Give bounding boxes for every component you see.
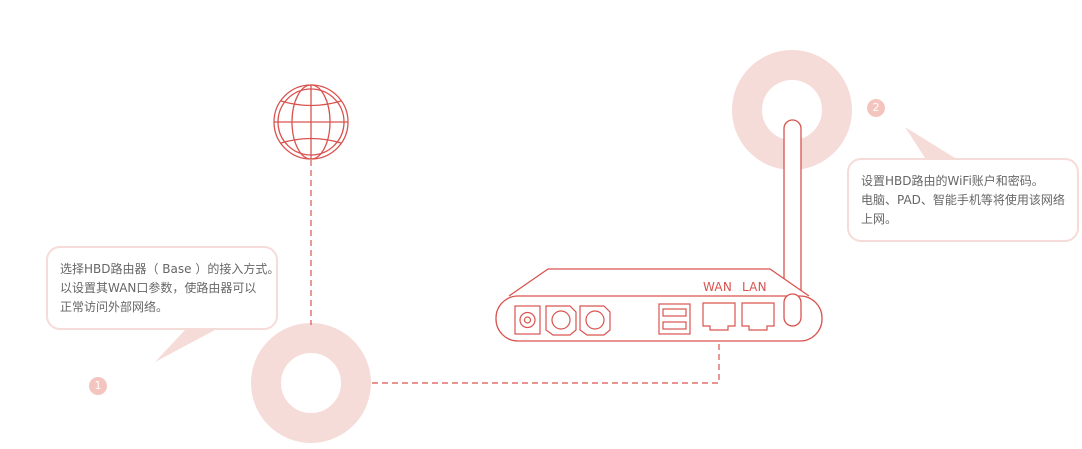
usb-ports <box>658 303 691 335</box>
step-2-badge: 2 <box>867 99 885 117</box>
wan-connection-line <box>372 330 720 384</box>
step-1-line: 以设置其WAN口参数，使路由器可以 <box>60 281 257 295</box>
step-2-line: 上网。 <box>861 212 898 226</box>
step-2-description: 设置HBD路由的WiFi账户和密码。 电脑、PAD、智能手机等将使用该网络 上网… <box>847 158 1079 242</box>
bubble-2-pointer <box>905 127 955 158</box>
lan-label: LAN <box>742 280 767 294</box>
step-1-line: 正常访问外部网络。 <box>60 300 169 314</box>
step-2-line: 设置HBD路由的WiFi账户和密码。 <box>861 174 1044 188</box>
step-2-line: 电脑、PAD、智能手机等将使用该网络 <box>861 193 1065 207</box>
phone-ports <box>545 305 611 336</box>
connection-ring-left <box>251 323 371 443</box>
router-icon <box>495 268 823 342</box>
step-1-description: 选择HBD路由器（ Base ）的接入方式。 以设置其WAN口参数，使路由器可以… <box>46 246 280 330</box>
bubble-1-pointer <box>155 330 215 362</box>
step-1-badge: 1 <box>89 377 107 395</box>
globe-icon <box>273 84 349 160</box>
power-port <box>514 305 541 335</box>
wan-label: WAN <box>703 280 732 294</box>
lan-port <box>741 302 775 331</box>
step-1-line: 选择HBD路由器（ Base ）的接入方式。 <box>60 262 280 276</box>
wan-port <box>702 302 736 331</box>
